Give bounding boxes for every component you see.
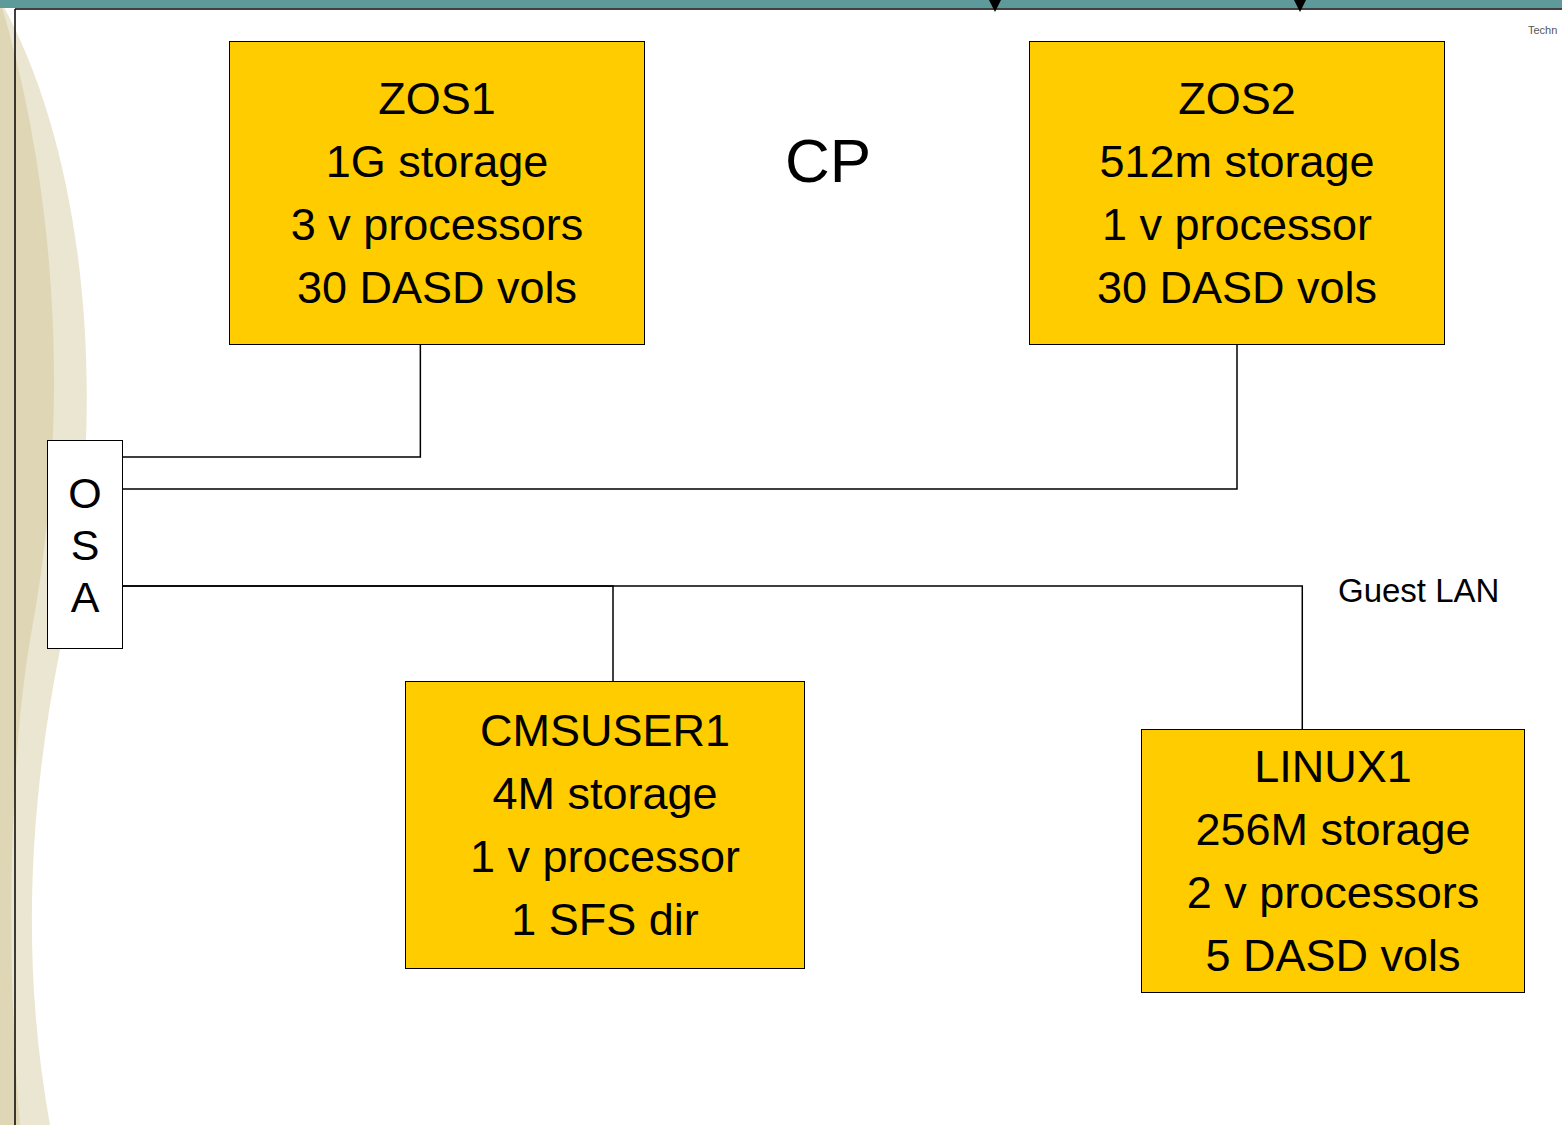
node-detail: 30 DASD vols xyxy=(1097,256,1377,319)
node-detail: 256M storage xyxy=(1195,798,1470,861)
node-detail: 1 v processor xyxy=(470,825,740,888)
network-connector xyxy=(123,345,1237,489)
node-title: ZOS1 xyxy=(378,67,496,130)
node-detail: 1 v processor xyxy=(1102,193,1372,256)
network-label: Guest LAN xyxy=(1338,572,1499,610)
vm-guest-box: CMSUSER14M storage1 v processor1 SFS dir xyxy=(405,681,805,969)
vm-guest-box: ZOS11G storage3 v processors30 DASD vols xyxy=(229,41,645,345)
osa-adapter: O S A xyxy=(47,440,123,649)
node-title: CMSUSER1 xyxy=(480,699,730,762)
network-connector xyxy=(123,586,613,681)
node-title: ZOS2 xyxy=(1178,67,1296,130)
cp-label: CP xyxy=(785,125,871,196)
logo-text: Techn xyxy=(1528,24,1557,36)
vm-guest-box: ZOS2512m storage1 v processor30 DASD vol… xyxy=(1029,41,1445,345)
node-detail: 2 v processors xyxy=(1187,861,1480,924)
node-detail: 512m storage xyxy=(1099,130,1374,193)
node-detail: 1G storage xyxy=(326,130,549,193)
vm-guest-box: LINUX1256M storage2 v processors5 DASD v… xyxy=(1141,729,1525,993)
node-detail: 5 DASD vols xyxy=(1205,924,1460,987)
node-detail: 4M storage xyxy=(492,762,717,825)
node-detail: 1 SFS dir xyxy=(511,888,699,951)
node-title: O S A xyxy=(59,467,111,623)
arrow-tip xyxy=(1294,0,1306,12)
frame-line xyxy=(15,8,1562,10)
network-connector xyxy=(123,345,421,457)
arrow-tip xyxy=(989,0,1001,12)
header-bar xyxy=(0,0,1562,8)
decor-swoosh xyxy=(0,0,54,1125)
node-detail: 3 v processors xyxy=(291,193,584,256)
frame-line xyxy=(14,9,16,1125)
node-detail: 30 DASD vols xyxy=(297,256,577,319)
node-title: LINUX1 xyxy=(1254,735,1412,798)
